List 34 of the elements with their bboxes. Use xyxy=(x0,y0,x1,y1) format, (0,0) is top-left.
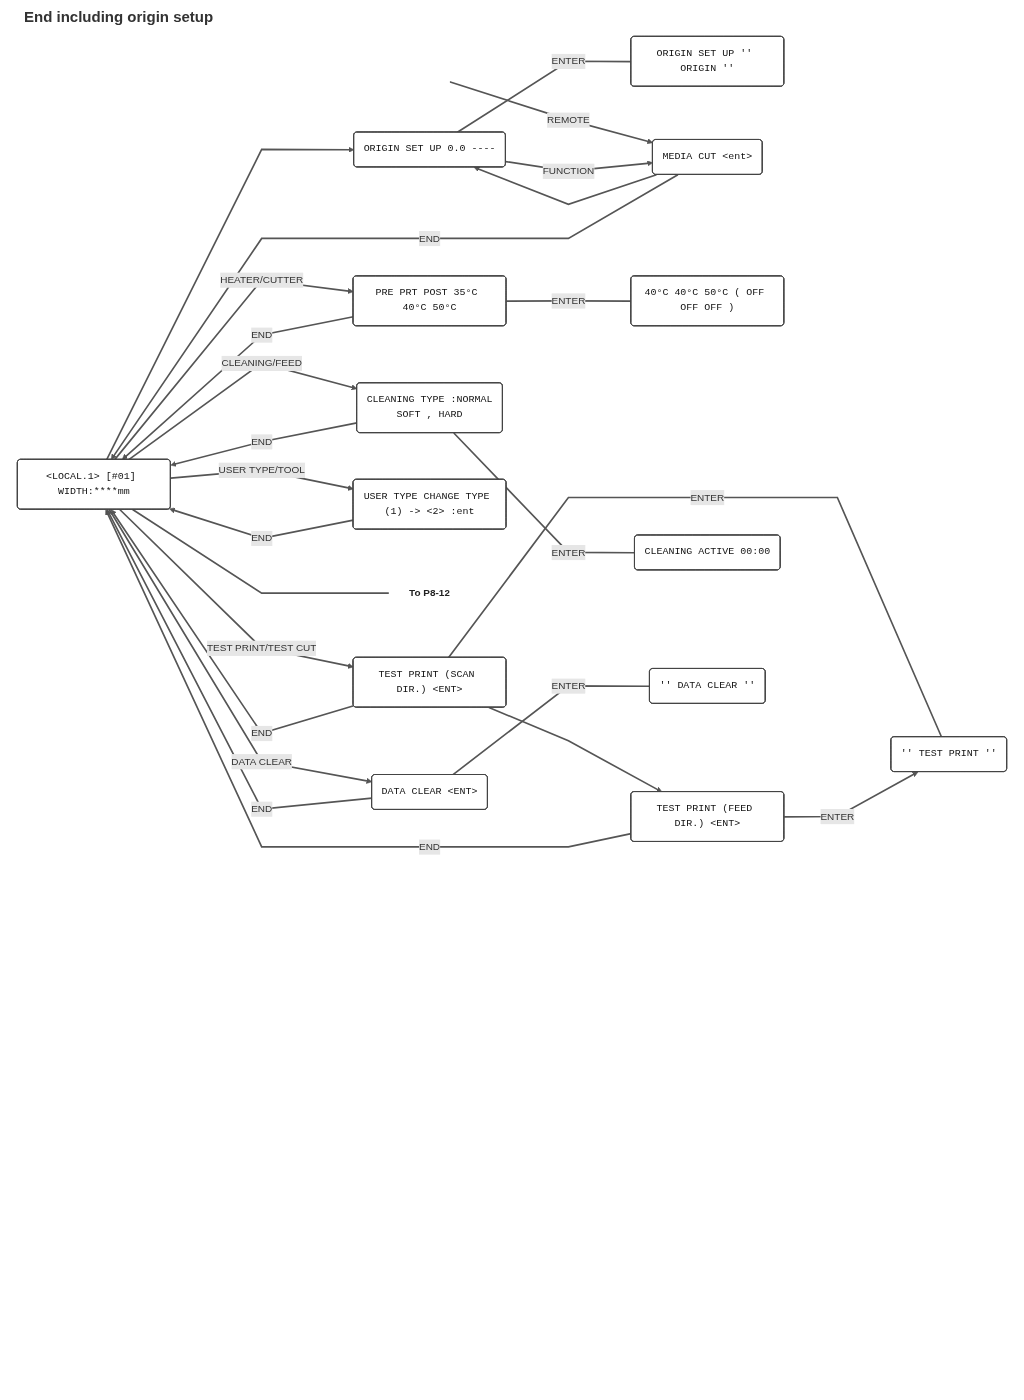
edge-label: END xyxy=(251,532,273,544)
edge-label: END xyxy=(251,727,273,739)
edge-label: END xyxy=(418,840,441,853)
edge-label: ENTER xyxy=(551,55,586,67)
connector xyxy=(131,508,390,594)
connector xyxy=(447,496,943,738)
edge-label: ENTER xyxy=(551,294,586,306)
arrow xyxy=(473,166,658,206)
arrow xyxy=(170,422,358,467)
edge-label: USER TYPE/TOOL xyxy=(218,463,305,476)
edge-label: ENTER xyxy=(551,679,586,692)
arrow xyxy=(105,146,355,461)
edge-label: END xyxy=(251,435,273,447)
arrow xyxy=(118,508,354,669)
edge-label: DATA CLEAR xyxy=(231,755,293,767)
arrow xyxy=(488,706,663,793)
edge-label: HEATER/CUTTER xyxy=(220,273,304,286)
edge-label: TEST PRINT/TEST CUT xyxy=(206,641,317,654)
arrow xyxy=(448,81,654,145)
edge-label: ENTER xyxy=(551,546,586,558)
arrow xyxy=(110,173,679,460)
edge-label: REMOTE xyxy=(547,113,590,126)
edge-label: END xyxy=(251,328,273,341)
node-text: To P8-12 xyxy=(409,587,450,599)
edge-label: ENTER xyxy=(690,491,725,503)
edge-label: END xyxy=(418,232,441,244)
edge-label: FUNCTION xyxy=(542,164,595,177)
arrow xyxy=(105,509,632,848)
edge-label: CLEANING/FEED xyxy=(221,357,302,369)
arrow xyxy=(169,507,355,540)
edge-label: END xyxy=(251,802,273,815)
edge-label: ENTER xyxy=(820,810,855,822)
arrow xyxy=(121,315,355,460)
note-text: End including origin setup xyxy=(24,8,215,25)
